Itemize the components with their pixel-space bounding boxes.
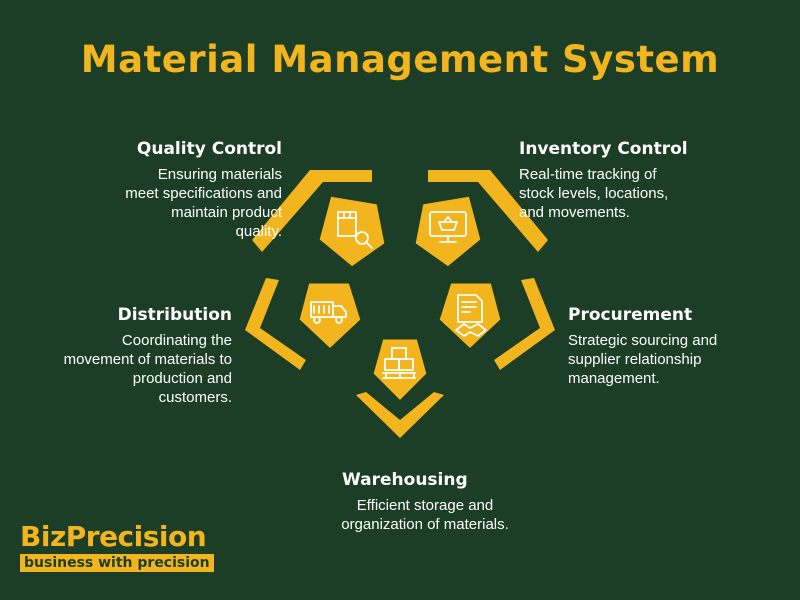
monitor-basket-icon [429, 211, 467, 243]
warehousing-heading: Warehousing [342, 470, 468, 490]
chevron-warehousing [356, 392, 444, 438]
warehousing-text: Efficient storage and organization of ma… [341, 497, 509, 533]
stacked-boxes-icon [382, 347, 416, 379]
distribution-block: Distribution Coordinating the movement o… [40, 305, 232, 407]
inventory-control-heading: Inventory Control [519, 139, 688, 159]
logo-tagline: business with precision [20, 554, 214, 572]
page-title: Material Management System [80, 38, 720, 81]
inventory-control-text: Real-time tracking of stock levels, loca… [519, 166, 669, 221]
chevron-quality-control [252, 170, 372, 252]
procurement-block: Procurement Strategic sourcing and suppl… [568, 305, 748, 388]
outer-chevrons [245, 170, 555, 438]
delivery-truck-icon [310, 301, 347, 324]
chevron-distribution [245, 278, 306, 370]
logo-name: BizPrecision [20, 520, 207, 553]
procurement-heading: Procurement [568, 305, 693, 325]
pentagon-inventory-control [412, 193, 484, 270]
pentagons [296, 193, 504, 405]
quality-control-block: Quality Control Ensuring materials meet … [70, 139, 282, 241]
quality-control-heading: Quality Control [136, 139, 282, 159]
chevron-inventory-control [428, 170, 548, 252]
box-magnifier-icon [337, 211, 373, 249]
warehousing-block: Warehousing Efficient storage and organi… [320, 470, 530, 534]
brand-logo: BizPrecision business with precision [20, 522, 214, 572]
inventory-control-block: Inventory Control Real-time tracking of … [519, 139, 709, 222]
distribution-text: Coordinating the movement of materials t… [63, 332, 232, 406]
procurement-text: Strategic sourcing and supplier relation… [568, 332, 718, 387]
distribution-heading: Distribution [117, 305, 232, 325]
pentagon-procurement [436, 280, 504, 353]
handshake-document-icon [455, 294, 487, 337]
quality-control-text: Ensuring materials meet specifications a… [125, 166, 282, 240]
pentagon-quality-control [316, 193, 388, 270]
chevron-procurement [494, 278, 555, 370]
pentagon-distribution [296, 280, 364, 353]
